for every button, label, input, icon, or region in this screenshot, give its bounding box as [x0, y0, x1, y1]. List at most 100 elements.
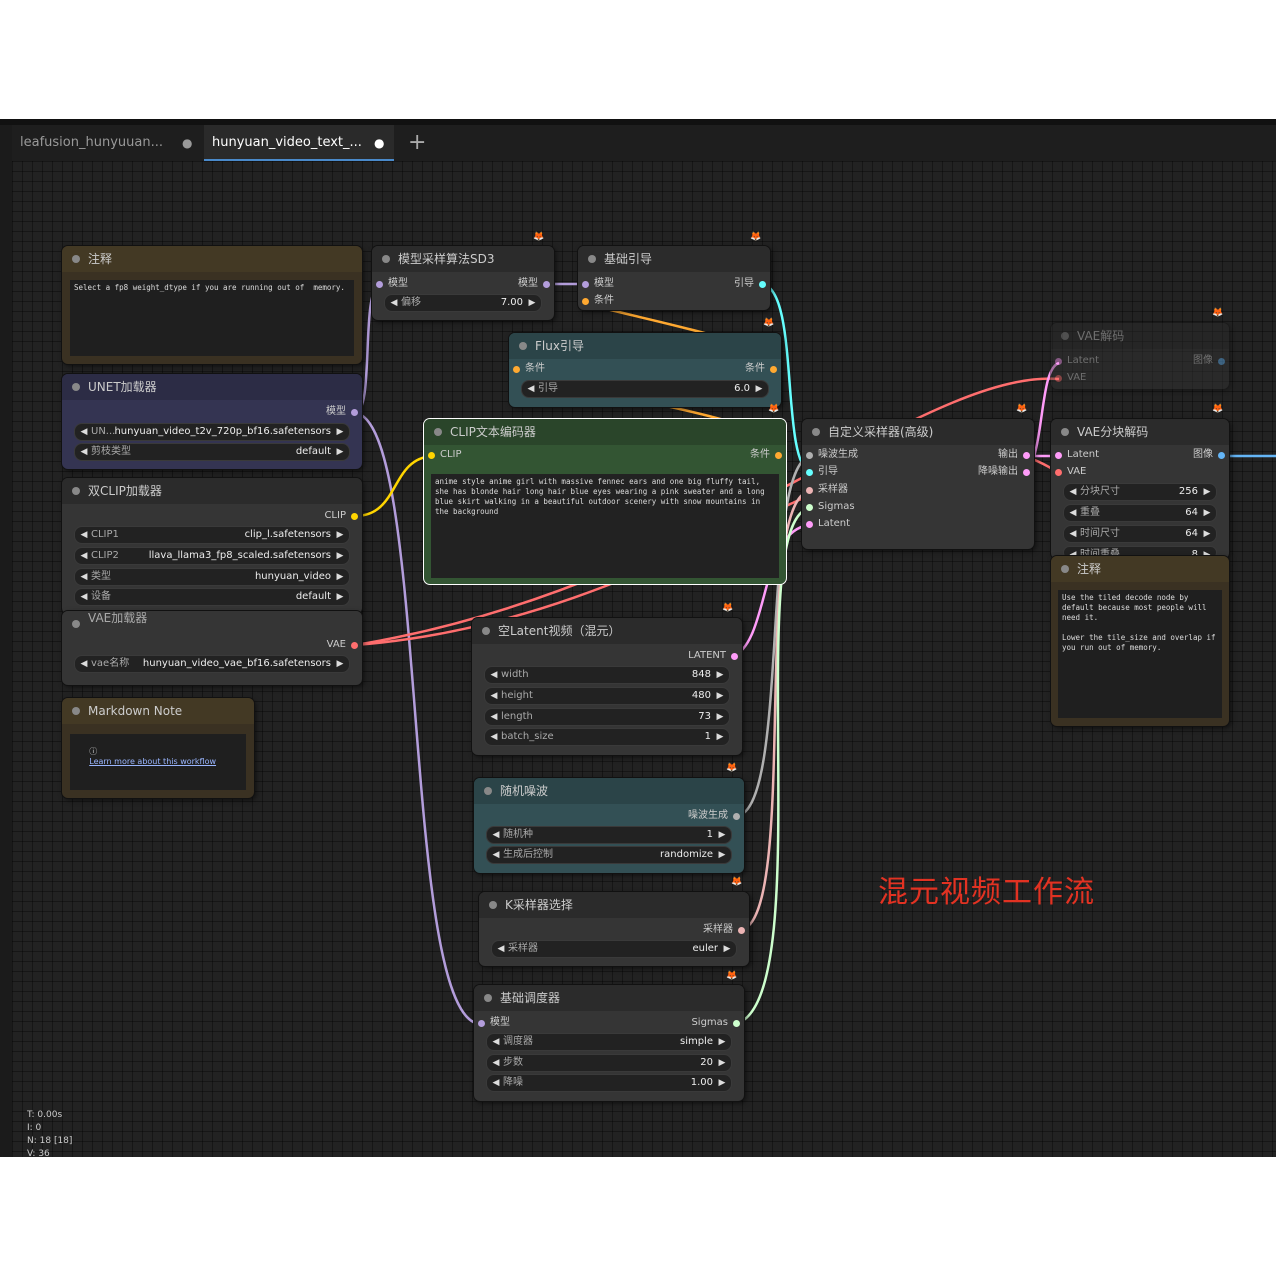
input-pin-clip[interactable]	[428, 452, 435, 459]
arrow-right-icon[interactable]: ▶	[718, 1037, 726, 1047]
arrow-left-icon[interactable]: ◀	[1069, 550, 1077, 559]
arrow-left-icon[interactable]: ◀	[492, 830, 500, 840]
arrow-right-icon[interactable]: ▶	[716, 670, 724, 680]
arrow-left-icon[interactable]: ◀	[80, 572, 88, 582]
arrow-right-icon[interactable]: ▶	[336, 551, 344, 561]
arrow-right-icon[interactable]: ▶	[1203, 508, 1211, 518]
input-pin-conditioning[interactable]	[513, 366, 520, 373]
prompt-textarea[interactable]: anime style anime girl with massive fenn…	[431, 474, 779, 578]
input-pin-model[interactable]	[478, 1020, 485, 1027]
input-pin-latent[interactable]	[1055, 452, 1062, 459]
arrow-left-icon[interactable]: ◀	[490, 691, 498, 701]
input-pin-sampler[interactable]	[806, 487, 813, 494]
learn-more-link[interactable]: Learn more about this workflow	[89, 757, 217, 766]
output-pin-image[interactable]	[1218, 358, 1225, 365]
vae-decode-node[interactable]: VAE解码 Latent VAE 图像	[1051, 323, 1229, 389]
arrow-right-icon[interactable]: ▶	[716, 732, 724, 742]
arrow-left-icon[interactable]: ◀	[1069, 529, 1077, 539]
arrow-right-icon[interactable]: ▶	[716, 712, 724, 722]
new-tab-plus-icon[interactable]: +	[408, 130, 427, 155]
arrow-right-icon[interactable]: ▶	[528, 298, 536, 308]
arrow-right-icon[interactable]: ▶	[336, 659, 344, 669]
arrow-left-icon[interactable]: ◀	[492, 1058, 500, 1068]
note-text[interactable]: Use the tiled decode node by default bec…	[1058, 590, 1222, 718]
input-pin-conditioning[interactable]	[582, 298, 589, 305]
note-node-tiled-decode[interactable]: 注释 Use the tiled decode node by default …	[1051, 556, 1229, 726]
clip-text-encode-node[interactable]: CLIP文本编码器 CLIP 条件 anime style anime girl…	[424, 419, 786, 584]
sampler-custom-advanced-node[interactable]: 自定义采样器(高级) 噪波生成 引导 采样器 Sigmas Latent 输出 …	[802, 419, 1034, 549]
input-pin-vae[interactable]	[1055, 375, 1062, 382]
unsaved-dot-icon[interactable]: ●	[374, 136, 385, 150]
arrow-right-icon[interactable]: ▶	[718, 850, 726, 860]
arrow-right-icon[interactable]: ▶	[716, 691, 724, 701]
input-pin-sigmas[interactable]	[806, 504, 813, 511]
tab-hunyuan-video-workflow[interactable]: hunyuan_video_text_... ●	[204, 125, 394, 161]
arrow-right-icon[interactable]: ▶	[723, 944, 731, 954]
markdown-note-node[interactable]: Markdown Note ⓘ Learn more about this wo…	[62, 698, 254, 798]
input-pin-noise[interactable]	[806, 452, 813, 459]
note-node-fp8[interactable]: 注释 Select a fp8 weight_dtype if you are …	[62, 246, 362, 364]
output-pin-sampler[interactable]	[738, 927, 745, 934]
output-pin-denoised[interactable]	[1023, 469, 1030, 476]
arrow-left-icon[interactable]: ◀	[390, 298, 398, 308]
arrow-left-icon[interactable]: ◀	[80, 592, 88, 602]
unsaved-dot-icon[interactable]: ●	[182, 136, 193, 150]
unet-name-widget[interactable]: ◀UN...hunyuan_video_t2v_720p_bf16.safete…	[74, 423, 350, 441]
arrow-right-icon[interactable]: ▶	[336, 427, 344, 437]
arrow-left-icon[interactable]: ◀	[490, 732, 498, 742]
arrow-left-icon[interactable]: ◀	[80, 551, 88, 561]
output-pin-latent[interactable]	[731, 653, 738, 660]
output-pin-conditioning[interactable]	[775, 452, 782, 459]
arrow-left-icon[interactable]: ◀	[1069, 508, 1077, 518]
arrow-right-icon[interactable]: ▶	[336, 572, 344, 582]
output-pin-conditioning[interactable]	[770, 366, 777, 373]
arrow-right-icon[interactable]: ▶	[755, 384, 763, 394]
output-pin-clip[interactable]	[351, 513, 358, 520]
arrow-left-icon[interactable]: ◀	[1069, 487, 1077, 497]
arrow-left-icon[interactable]: ◀	[492, 1078, 500, 1088]
input-pin-vae[interactable]	[1055, 469, 1062, 476]
unet-loader-node[interactable]: UNET加载器 模型 ◀UN...hunyuan_video_t2v_720p_…	[62, 374, 362, 469]
tab-leafusion-workflow[interactable]: leafusion_hunyuuan... ●	[12, 125, 204, 161]
output-pin-model[interactable]	[543, 281, 550, 288]
arrow-left-icon[interactable]: ◀	[527, 384, 535, 394]
input-pin-model[interactable]	[376, 281, 383, 288]
input-pin-latent[interactable]	[806, 521, 813, 528]
output-pin-noise[interactable]	[733, 813, 740, 820]
arrow-right-icon[interactable]: ▶	[336, 447, 344, 457]
arrow-right-icon[interactable]: ▶	[1203, 487, 1211, 497]
input-pin-guider[interactable]	[806, 469, 813, 476]
arrow-right-icon[interactable]: ▶	[718, 1078, 726, 1088]
arrow-left-icon[interactable]: ◀	[490, 712, 498, 722]
arrow-left-icon[interactable]: ◀	[492, 850, 500, 860]
arrow-left-icon[interactable]: ◀	[492, 1037, 500, 1047]
arrow-right-icon[interactable]: ▶	[336, 530, 344, 540]
input-pin-model[interactable]	[582, 281, 589, 288]
arrow-right-icon[interactable]: ▶	[336, 592, 344, 602]
output-pin-sigmas[interactable]	[733, 1020, 740, 1027]
output-pin-image[interactable]	[1218, 452, 1225, 459]
note-text[interactable]: Select a fp8 weight_dtype if you are run…	[70, 280, 354, 356]
output-pin-model[interactable]	[351, 409, 358, 416]
arrow-left-icon[interactable]: ◀	[80, 447, 88, 457]
